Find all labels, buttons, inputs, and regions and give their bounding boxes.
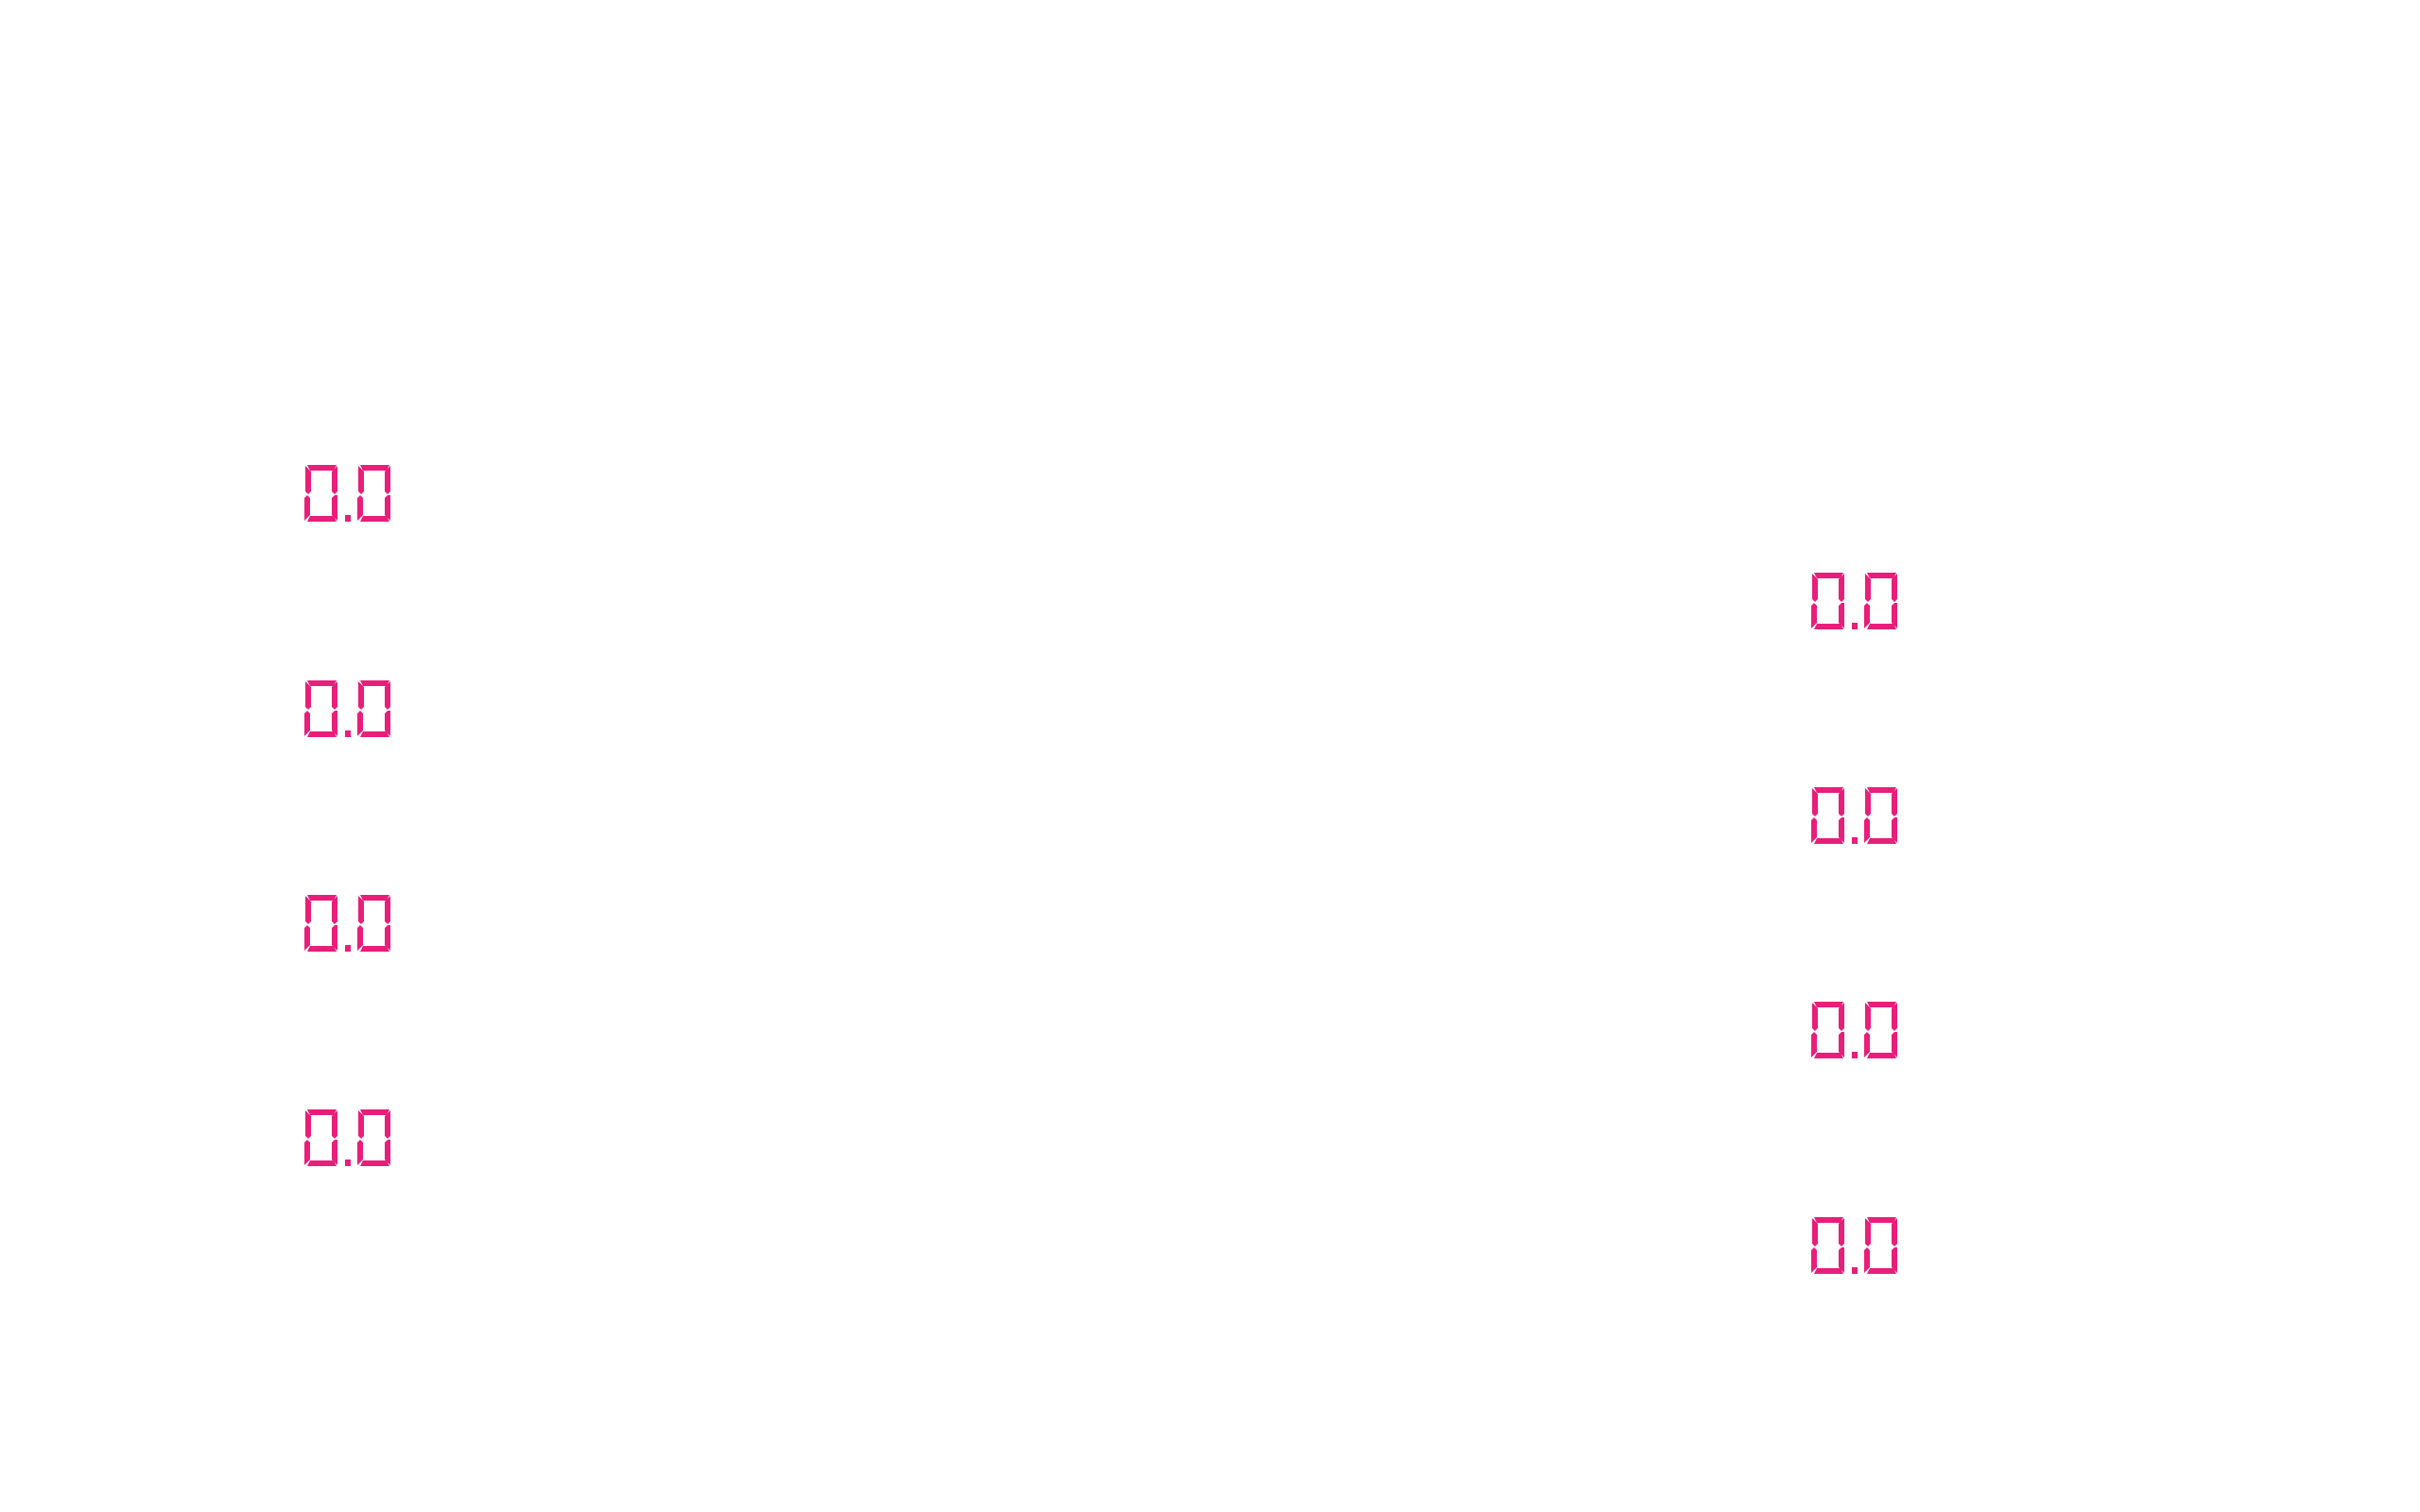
- decimal-point: [1852, 1052, 1858, 1058]
- readout-left-3: 0.0: [304, 894, 399, 953]
- decimal-point: [1852, 623, 1858, 629]
- readout-right-3: 0.0: [1811, 1001, 1906, 1059]
- digit-2: [357, 895, 390, 952]
- digit-2: [357, 1109, 390, 1166]
- readout-right-1: 0.0: [1811, 572, 1906, 630]
- decimal-point: [345, 945, 351, 952]
- digit-1: [1811, 1002, 1844, 1058]
- decimal-point: [345, 1160, 351, 1166]
- readout-left-1: 0.0: [304, 464, 399, 523]
- digit-1: [1811, 787, 1844, 844]
- digit-2: [1864, 1217, 1897, 1274]
- digit-2: [1864, 787, 1897, 844]
- digit-1: [304, 465, 337, 522]
- decimal-point: [345, 515, 351, 522]
- decimal-point: [345, 730, 351, 737]
- digit-1: [304, 680, 337, 737]
- readout-right-2: 0.0: [1811, 786, 1906, 845]
- digit-1: [304, 1109, 337, 1166]
- decimal-point: [1852, 1267, 1858, 1274]
- digit-2: [357, 680, 390, 737]
- digit-2: [1864, 1002, 1897, 1058]
- digit-2: [357, 465, 390, 522]
- readout-left-2: 0.0: [304, 679, 399, 738]
- readout-right-4: 0.0: [1811, 1216, 1906, 1275]
- digit-1: [1811, 1217, 1844, 1274]
- readout-left-4: 0.0: [304, 1108, 399, 1167]
- digit-1: [1811, 573, 1844, 629]
- digit-2: [1864, 573, 1897, 629]
- decimal-point: [1852, 837, 1858, 844]
- digit-1: [304, 895, 337, 952]
